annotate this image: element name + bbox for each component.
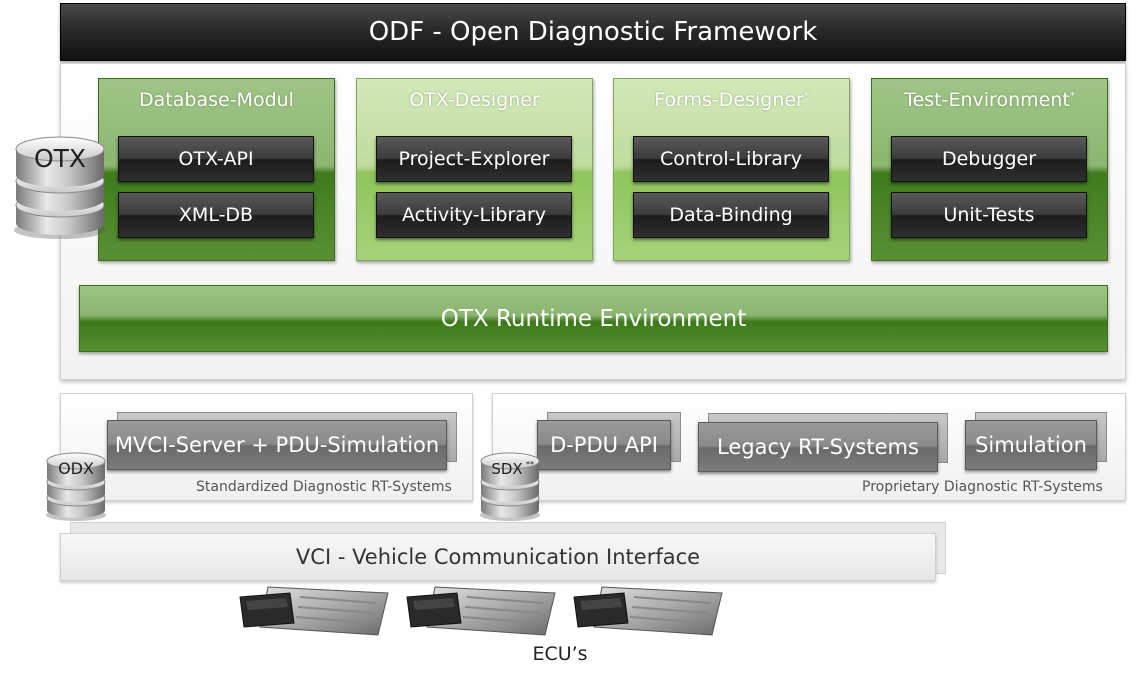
module-otx-designer: OTX-Designer Project-Explorer Activity-L…	[356, 78, 593, 261]
activity-library-box: Activity-Library	[376, 192, 572, 238]
otx-runtime-label: OTX Runtime Environment	[440, 305, 747, 332]
ecus-label: ECU’s	[532, 643, 588, 665]
ecu-icon	[239, 586, 389, 636]
odx-database-label: ODX	[58, 459, 94, 478]
module-forms-designer-title: Forms-Designer*	[654, 89, 809, 111]
framework-title: ODF - Open Diagnostic Framework	[368, 17, 818, 47]
xml-db-box: XML-DB	[118, 192, 314, 238]
sdx-marker: **	[526, 460, 534, 469]
proprietary-caption: Proprietary Diagnostic RT-Systems	[862, 479, 1103, 495]
mvci-server-box: MVCI-Server + PDU-Simulation	[107, 420, 447, 470]
debugger-box: Debugger	[891, 136, 1087, 182]
module-database: Database-Modul OTX-API XML-DB	[98, 78, 335, 261]
otx-database-icon: OTX	[14, 136, 106, 239]
otx-api-box: OTX-API	[118, 136, 314, 182]
dpdu-api-box: D-PDU API	[537, 420, 671, 470]
control-library-box: Control-Library	[633, 136, 829, 182]
legacy-rt-box: Legacy RT-Systems	[698, 422, 938, 472]
ecu-icon	[573, 586, 723, 636]
module-forms-designer: Forms-Designer* Control-Library Data-Bin…	[613, 78, 850, 261]
ecu-icon	[406, 586, 556, 636]
sdx-database-label: SDX	[491, 460, 522, 478]
otx-database-label: OTX	[34, 144, 86, 173]
unit-tests-box: Unit-Tests	[891, 192, 1087, 238]
module-database-title: Database-Modul	[139, 89, 294, 111]
module-test-environment-title: Test-Environment*	[904, 89, 1075, 111]
module-test-environment: Test-Environment* Debugger Unit-Tests	[871, 78, 1108, 261]
data-binding-box: Data-Binding	[633, 192, 829, 238]
vci-bar: VCI - Vehicle Communication Interface	[60, 533, 936, 581]
project-explorer-box: Project-Explorer	[376, 136, 572, 182]
sdx-database-icon: SDX **	[480, 452, 540, 521]
vci-label: VCI - Vehicle Communication Interface	[295, 545, 701, 569]
framework-title-bar: ODF - Open Diagnostic Framework	[60, 3, 1126, 61]
otx-runtime-bar: OTX Runtime Environment	[79, 285, 1108, 352]
odx-database-icon: ODX	[46, 452, 106, 521]
simulation-box: Simulation	[965, 420, 1097, 470]
module-otx-designer-title: OTX-Designer	[409, 89, 540, 111]
standardized-caption: Standardized Diagnostic RT-Systems	[196, 479, 452, 495]
